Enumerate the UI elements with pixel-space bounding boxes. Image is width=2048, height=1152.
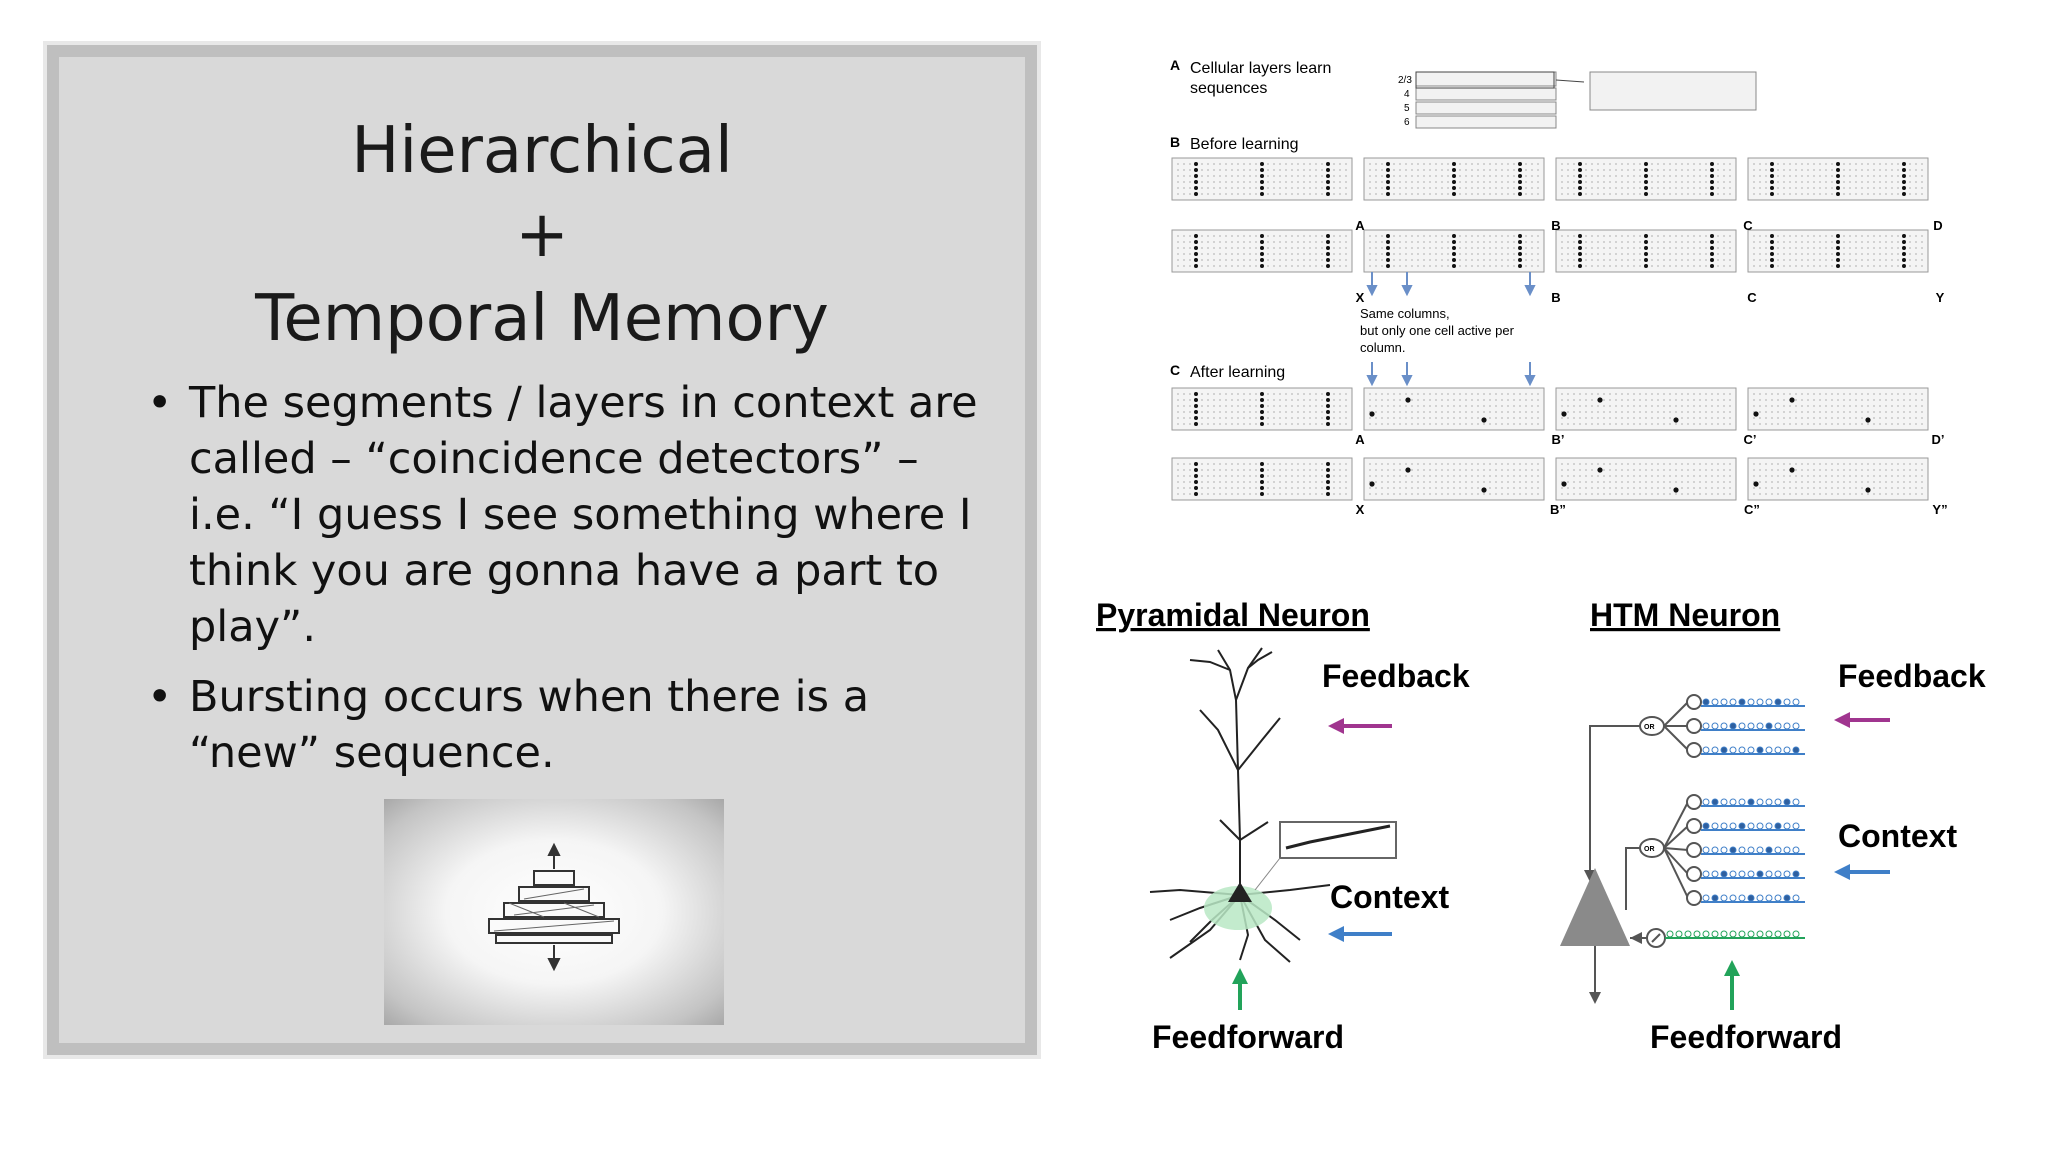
label-b1-d: D [1933, 218, 1942, 233]
cellular-layers-figure: A Cellular layers learn sequences 2/3 4 … [1160, 46, 1950, 526]
label-c2-x: X [1356, 502, 1365, 517]
label-c2-y: Y” [1932, 502, 1947, 517]
htm-or-label-1: OR [1644, 724, 1655, 731]
layer-label-23: 2/3 [1398, 75, 1412, 86]
bullet-marker: • [147, 378, 173, 428]
panel-c-title: After learning [1190, 364, 1285, 381]
panel-b-letter: B [1170, 134, 1180, 150]
soma-highlight [1204, 886, 1272, 930]
htm-feedforward-label: Feedforward [1650, 1019, 1842, 1055]
note-line-3: column. [1360, 340, 1406, 355]
pyramidal-feedforward-arrow [1232, 968, 1248, 1010]
pyramidal-feedback-arrow [1328, 718, 1392, 734]
label-c1-c: C’ [1744, 432, 1757, 447]
layer-label-4: 4 [1404, 89, 1410, 100]
column-arrows [1366, 272, 1536, 387]
label-b2-y: Y [1936, 290, 1945, 305]
threshold-icon [1686, 866, 1702, 882]
panel-b-title: Before learning [1190, 136, 1299, 153]
bullet-text-1: The segments / layers in context are cal… [189, 378, 978, 652]
label-c1-d: D’ [1932, 432, 1945, 447]
column-grid-box [1747, 457, 1929, 501]
label-b1-a: A [1355, 218, 1365, 233]
pyramidal-feedback-label: Feedback [1322, 658, 1470, 694]
soma [1228, 882, 1252, 902]
label-c2-b: B” [1550, 502, 1566, 517]
htm-context-label: Context [1838, 818, 1957, 854]
pyramidal-context-arrow [1328, 926, 1392, 942]
bullet-marker: • [147, 672, 173, 722]
bullet-item-2: • Bursting occurs when there is a “new” s… [147, 669, 997, 781]
column-grid-box [1555, 457, 1737, 501]
label-c1-b: B’ [1552, 432, 1565, 447]
column-grid-box [1363, 387, 1545, 431]
dendrite-spines [1285, 824, 1391, 850]
label-b1-b: B [1551, 218, 1560, 233]
bullet-list: • The segments / layers in context are ca… [147, 375, 997, 795]
column-grids [1171, 157, 1929, 501]
label-b1-c: C [1743, 218, 1753, 233]
title-line-3: Temporal Memory [255, 282, 829, 356]
threshold-icon [1686, 842, 1702, 858]
label-c2-c: C” [1744, 502, 1760, 517]
panel-a-line-1: Cellular layers learn [1190, 60, 1331, 77]
htm-or-label-2: OR [1644, 846, 1655, 853]
threshold-icon [1686, 818, 1702, 834]
panel-c-letter: C [1170, 362, 1180, 378]
threshold-icon [1686, 694, 1702, 710]
threshold-icon [1686, 794, 1702, 810]
sequence-learning-diagram: A Cellular layers learn sequences 2/3 4 … [1170, 57, 1948, 517]
layer-stack [1415, 71, 1557, 129]
htm-neuron-title: HTM Neuron [1590, 597, 1780, 633]
htm-feedback-label: Feedback [1838, 658, 1986, 694]
panel-a-line-2: sequences [1190, 80, 1267, 97]
threshold-icon [1686, 718, 1702, 734]
label-b2-b: B [1551, 290, 1560, 305]
note-line-1: Same columns, [1360, 306, 1450, 321]
title-line-2: + [515, 198, 569, 272]
label-b2-c: C [1747, 290, 1757, 305]
bullet-text-2: Bursting occurs when there is a “new” se… [189, 672, 870, 778]
pyramidal-context-label: Context [1330, 879, 1449, 915]
threshold-icon [1686, 890, 1702, 906]
label-b2-x: X [1356, 290, 1365, 305]
htm-neuron-drawing [1560, 716, 1805, 1004]
column-grid-box [1555, 387, 1737, 431]
htm-dendrite-segments [1663, 694, 1805, 938]
bullet-item-1: • The segments / layers in context are ca… [147, 375, 997, 655]
layer-label-5: 5 [1404, 103, 1410, 114]
panel-a-letter: A [1170, 57, 1180, 73]
htm-context-arrow [1834, 864, 1890, 880]
slide-panel: Hierarchical + Temporal Memory • The segm… [47, 45, 1037, 1055]
title-line-1: Hierarchical [351, 114, 733, 188]
htm-feedback-arrow [1834, 712, 1890, 728]
neuron-diagram: Pyramidal Neuron HTM Neuron Feedback Con… [1096, 597, 1986, 1055]
neuron-comparison-figure: Pyramidal Neuron HTM Neuron Feedback Con… [1090, 590, 2010, 1080]
label-c1-a: A [1355, 432, 1365, 447]
zoom-connector [1254, 857, 1281, 891]
column-grid-box [1363, 457, 1545, 501]
threshold-icon [1686, 742, 1702, 758]
layer-zoom-box [1589, 71, 1757, 111]
layer-label-6: 6 [1404, 117, 1410, 128]
column-grid-box [1747, 387, 1929, 431]
pyramid-diagram [488, 842, 620, 972]
note-line-2: but only one cell active per [1360, 323, 1515, 338]
htm-feedforward-arrow [1724, 960, 1740, 1010]
pyramidal-feedforward-label: Feedforward [1152, 1019, 1344, 1055]
pyramidal-neuron-title: Pyramidal Neuron [1096, 597, 1370, 633]
hierarchy-pyramid-image [384, 799, 724, 1025]
